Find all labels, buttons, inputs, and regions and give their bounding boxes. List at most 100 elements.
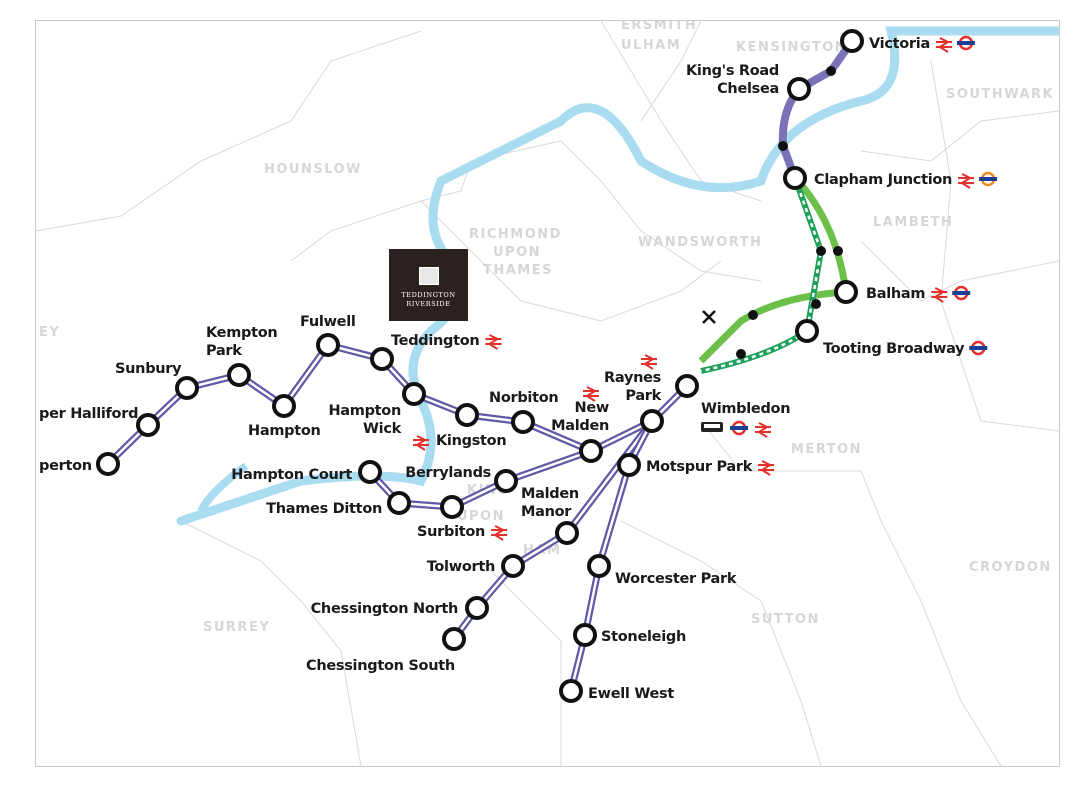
- station-marker: [840, 29, 864, 53]
- station-label: Stoneleigh: [601, 629, 686, 645]
- national-rail-icon: [641, 354, 657, 370]
- station-label: Tooting Broadway: [823, 341, 965, 357]
- station-marker: [440, 495, 464, 519]
- station-marker: [617, 453, 641, 477]
- station-victoria[interactable]: Victoria: [840, 29, 930, 53]
- station-marker: [455, 403, 479, 427]
- station-marker: [316, 333, 340, 357]
- depot-icon: [702, 310, 716, 324]
- station-perton[interactable]: perton: [39, 452, 120, 476]
- station-stoneleigh[interactable]: Stoneleigh: [573, 623, 686, 647]
- station-marker: [795, 319, 819, 343]
- station-marker: [675, 374, 699, 398]
- intermediate-stop: [778, 141, 788, 151]
- national-rail-icon: [491, 525, 508, 541]
- borough-boundary: [930, 60, 1059, 432]
- station-fulwell[interactable]: Fulwell: [300, 314, 356, 357]
- river-tributary: [197, 462, 249, 513]
- station-marker: [494, 469, 518, 493]
- station-marker: [559, 679, 583, 703]
- borough-boundary: [290, 140, 562, 262]
- overground-icon: [979, 171, 998, 187]
- station-label: Worcester Park: [615, 571, 737, 587]
- station-chessington-north[interactable]: Chessington North: [311, 596, 489, 620]
- station-clapham-junction[interactable]: Clapham Junction: [783, 166, 952, 190]
- station-marker: [272, 394, 296, 418]
- station-berrylands[interactable]: Berrylands: [405, 465, 518, 493]
- station-marker: [587, 554, 611, 578]
- tram-window: [704, 424, 720, 428]
- station-balham[interactable]: Balham: [834, 280, 926, 304]
- national-rail-glyph: [931, 287, 948, 303]
- national-rail-glyph: [758, 460, 775, 476]
- borough-boundary: [860, 110, 1059, 162]
- borough-label: RICHMOND: [469, 227, 562, 242]
- station-label: New: [575, 400, 609, 416]
- logo-line2: RIVERSIDE: [406, 300, 451, 308]
- station-surbiton[interactable]: Surbiton: [417, 495, 485, 540]
- station-thames-ditton[interactable]: Thames Ditton: [266, 491, 411, 517]
- station-label: Kingston: [436, 433, 506, 449]
- borough-label: WANDSWORTH: [638, 235, 762, 250]
- station-label: Norbiton: [489, 390, 558, 406]
- station-norbiton[interactable]: Norbiton: [489, 390, 559, 434]
- borough-label: SUTTON: [751, 612, 820, 627]
- station-motspur-park[interactable]: Motspur Park: [617, 453, 753, 477]
- station-label: Malden: [521, 486, 579, 502]
- intermediate-stop: [816, 246, 826, 256]
- station-label: Hampton: [328, 403, 401, 419]
- station-label: Surbiton: [417, 524, 485, 540]
- borough-label: CROYDON: [969, 560, 1052, 575]
- national-rail-glyph: [413, 435, 429, 451]
- station-sunbury[interactable]: Sunbury: [115, 361, 199, 400]
- station-label-line2: Malden: [551, 418, 609, 434]
- station-label: Kempton: [206, 325, 277, 341]
- intermediate-stop: [826, 66, 836, 76]
- station-ewell-west[interactable]: Ewell West: [559, 679, 675, 703]
- station-marker: [358, 460, 382, 484]
- station-tooting-broadway[interactable]: Tooting Broadway: [795, 319, 965, 357]
- station-label: Clapham Junction: [814, 172, 952, 188]
- station-teddington[interactable]: Teddington: [370, 333, 480, 371]
- transport-map[interactable]: HOUNSLOWRICHMONDUPONTHAMESWANDSWORTHLAMB…: [35, 20, 1060, 767]
- borough-label: ULHAM: [621, 38, 681, 53]
- roundel-bar: [952, 291, 971, 295]
- borough-boundary: [640, 21, 702, 122]
- station-marker: [402, 382, 426, 406]
- national-rail-icon: [931, 287, 948, 303]
- station-kingston[interactable]: Kingston: [436, 403, 507, 449]
- station-marker: [136, 413, 160, 437]
- national-rail-glyph: [755, 422, 771, 438]
- borough-boundary: [560, 140, 762, 282]
- station-marker: [501, 554, 525, 578]
- station-tolworth[interactable]: Tolworth: [427, 554, 525, 578]
- national-rail-glyph: [583, 386, 599, 402]
- station-marker: [511, 410, 535, 434]
- station-marker: [787, 77, 811, 101]
- national-rail-icon: [758, 460, 775, 476]
- intermediate-stop: [748, 310, 758, 320]
- depot-glyph: [702, 310, 716, 324]
- station-marker: [227, 363, 251, 387]
- station-worcester-park[interactable]: Worcester Park: [587, 554, 737, 587]
- station-marker: [783, 166, 807, 190]
- station-per-halliford[interactable]: per Halliford: [39, 406, 160, 437]
- underground-icon: [956, 35, 975, 51]
- logo-mark-icon: [418, 267, 439, 285]
- station-label-line2: Chelsea: [717, 81, 779, 97]
- borough-label: KENSINGTON: [736, 40, 847, 55]
- station-hampton-court[interactable]: Hampton Court: [231, 460, 382, 484]
- station-wimbledon[interactable]: Wimbledon: [675, 374, 791, 417]
- station-chessington-south[interactable]: Chessington South: [306, 627, 466, 674]
- national-rail-glyph: [958, 173, 975, 189]
- station-hampton[interactable]: Hampton: [248, 394, 321, 439]
- station-label: Wimbledon: [701, 401, 790, 417]
- tram-icon: [701, 422, 723, 432]
